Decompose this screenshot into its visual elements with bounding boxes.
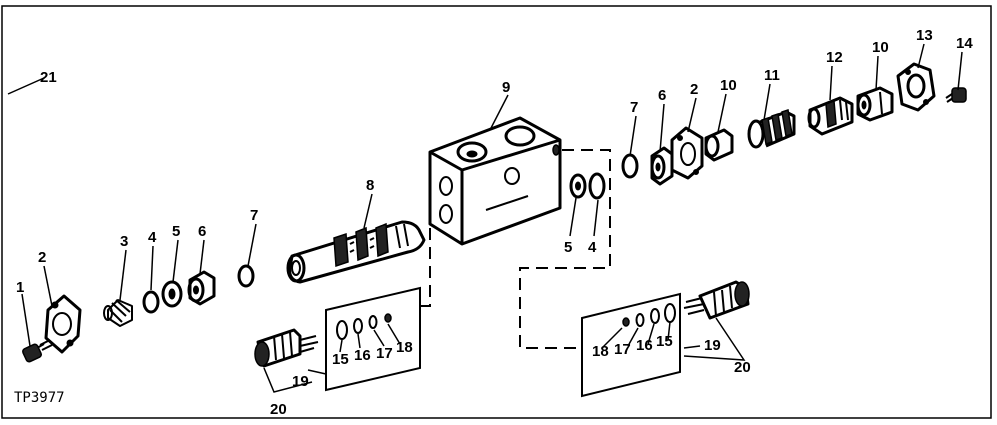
callout-c6b: 6 [658,87,666,104]
callout-c5b: 5 [564,239,572,256]
screw-part-1 [22,339,53,363]
callout-c9: 9 [502,79,510,96]
screw-part-14 [945,87,967,103]
callout-c15a: 15 [332,351,349,368]
o-ring-part-4-left [142,290,160,314]
callout-c12: 12 [826,49,843,66]
callout-c17b: 17 [614,341,631,358]
fitting-part-3 [103,299,133,327]
callout-c20b: 20 [734,359,751,376]
relief-valve-part-20-right [683,280,750,320]
callout-c19a: 19 [292,373,309,390]
figure-frame [1,5,992,419]
sleeve-part-12 [807,96,854,136]
o-ring-part-7-right [621,153,639,179]
callout-c18a: 18 [396,339,413,356]
leader-lines [7,43,963,393]
o-ring-part-4-right [588,172,606,200]
o-ring-part-7-left [237,264,255,288]
seal-kit-plate-right [581,292,681,398]
relief-valve-part-20-left [254,328,319,368]
callout-c20a: 20 [270,401,287,418]
spring-part-11 [747,109,796,149]
seal-kit-plate-left [325,286,421,392]
callout-c1: 1 [16,279,24,296]
callout-c4a: 4 [148,229,157,246]
callout-c16b: 16 [636,337,653,354]
dashed-assembly-line-left [420,228,431,307]
flange-part-13 [896,62,936,112]
callout-c18b: 18 [592,343,609,360]
callout-c8: 8 [366,177,374,194]
flange-part-2-right [670,126,704,180]
callout-c16a: 16 [354,347,371,364]
callout-c5a: 5 [172,223,180,240]
callout-c10a: 10 [720,77,737,94]
callout-c2a: 2 [38,249,46,266]
callout-c13: 13 [916,27,933,44]
callout-c2b: 2 [690,81,698,98]
callout-c17a: 17 [376,345,393,362]
callout-c10b: 10 [872,39,889,56]
valve-body-part-9 [428,116,562,246]
callout-c7a: 7 [250,207,258,224]
cap-part-10-left [704,128,734,162]
spool-part-8 [286,220,426,284]
callout-c4b: 4 [588,239,597,256]
callout-c19b: 19 [704,337,721,354]
flange-part-2-left [44,294,82,354]
callout-c7b: 7 [630,99,638,116]
bushing-part-6-right [650,146,674,186]
callout-c6a: 6 [198,223,206,240]
figure-id: TP3977 [14,390,65,406]
callout-c15b: 15 [656,333,673,350]
callout-c21: 21 [40,69,57,86]
callout-c3: 3 [120,233,128,250]
callout-c14: 14 [956,35,973,52]
bushing-part-6-left [187,270,216,306]
cap-part-10-right [856,86,894,122]
washer-part-5-left [161,280,183,308]
callout-c11: 11 [764,67,780,84]
dashed-assembly-line-right [519,149,611,349]
washer-part-5-right [569,173,587,199]
